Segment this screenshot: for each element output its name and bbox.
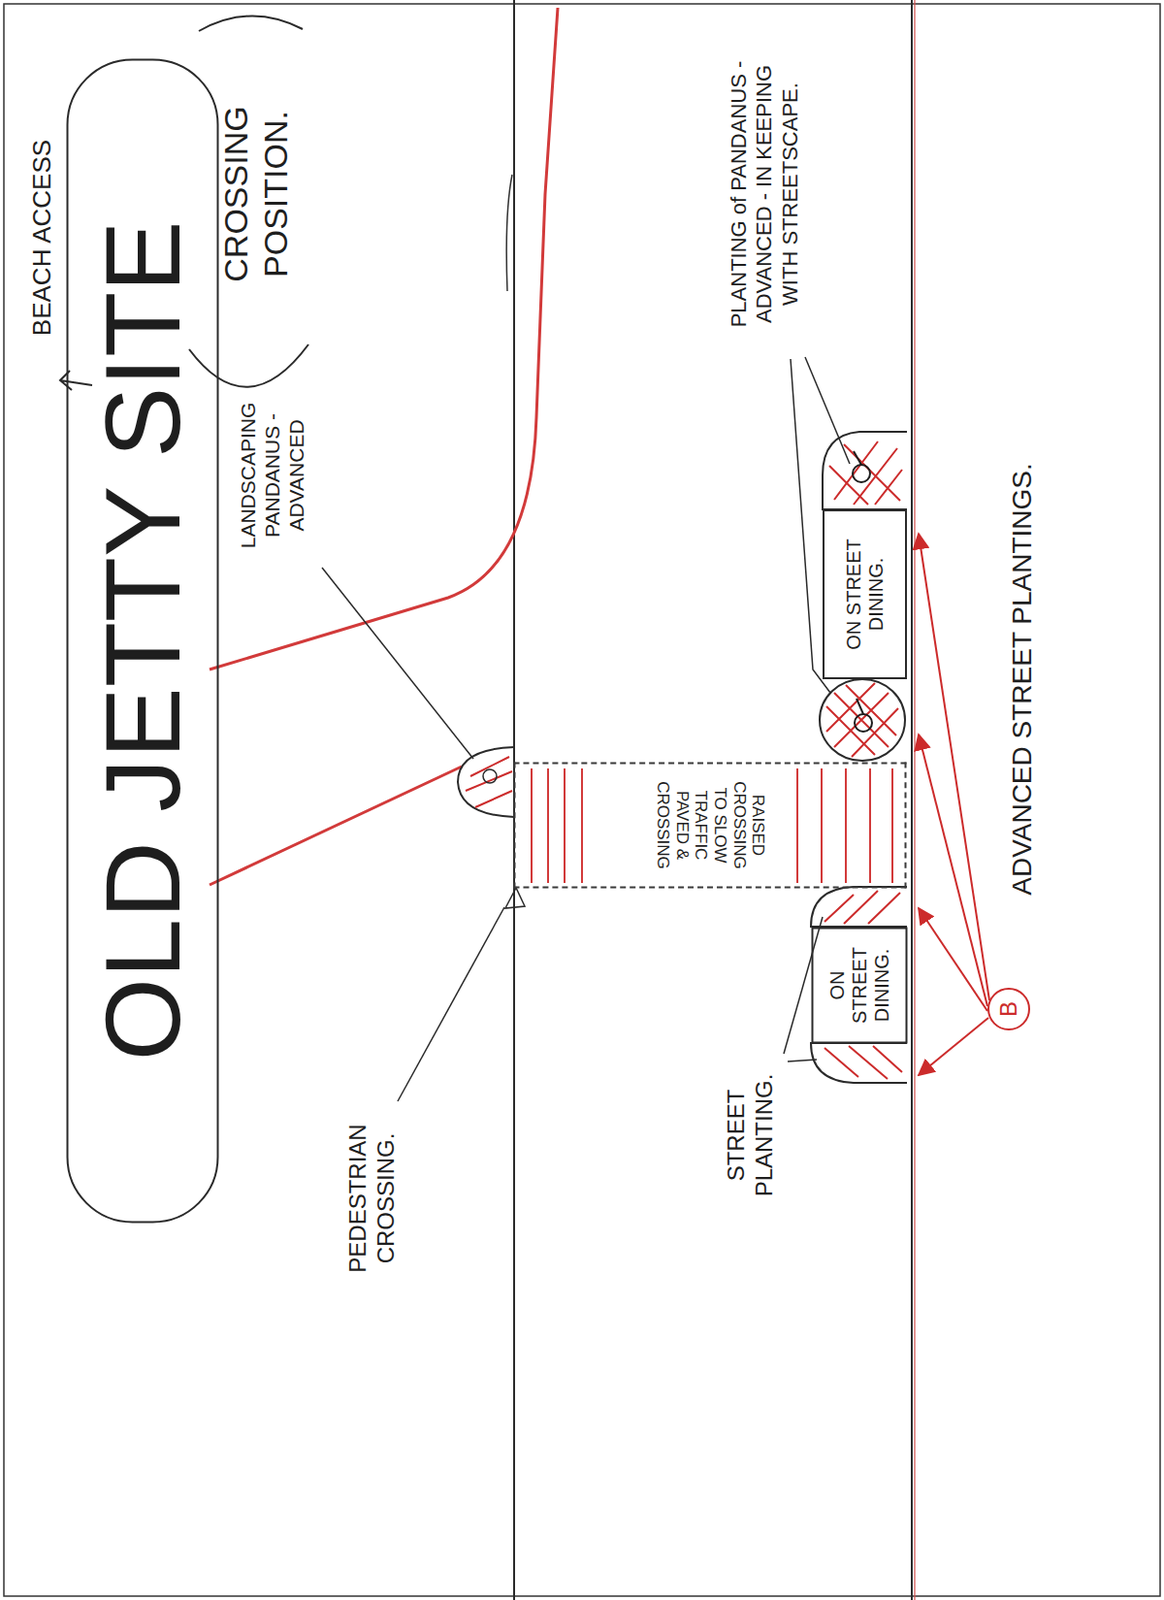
tree-symbol [853, 451, 862, 465]
bracket [198, 15, 303, 32]
coastline [209, 7, 558, 670]
leader-line [783, 916, 823, 1054]
leader-line [322, 567, 474, 759]
pointer-arrow [918, 734, 988, 1006]
bracket [189, 344, 309, 388]
crossing-note: PEDESTRIAN CROSSING. [344, 1086, 403, 1310]
access-note: BEACH ACCESS [27, 92, 61, 384]
coastline-pencil [506, 174, 513, 291]
tree-symbol [854, 713, 873, 732]
pointer-arrow [918, 533, 990, 1001]
tree-symbol [852, 464, 871, 483]
node-text: ON STREET DINING. [825, 933, 893, 1036]
tree-symbol [856, 698, 864, 714]
sketch-heading: CROSSING POSITION. [216, 33, 298, 355]
leader-line [805, 356, 850, 464]
node-text: B [995, 1001, 1023, 1017]
planting-hatch [465, 756, 513, 808]
road-edge [910, 0, 913, 1600]
leader-line [787, 1059, 817, 1062]
planting-hatch [824, 890, 901, 924]
planting-note: LANDSCAPING PANDANUS - ADVANCED [235, 378, 312, 573]
node-text: ON STREET DINING. [842, 516, 888, 673]
dining-area: ON STREET DINING. [822, 509, 907, 679]
landscape-bed [457, 746, 515, 817]
planting-bed [822, 431, 907, 510]
planting-note: PLANTING of PANDANUS - ADVANCED - IN KEE… [726, 38, 807, 350]
road-edge-red [913, 0, 916, 1600]
planting-bed [810, 886, 907, 927]
pointer-arrow [918, 1017, 989, 1075]
crossing-stripes [531, 768, 893, 883]
pointer-arrow [918, 907, 988, 1011]
leader-line [397, 906, 505, 1101]
callout-circle: B [987, 987, 1031, 1031]
jetty-line [209, 766, 462, 885]
tree-symbol [483, 769, 497, 783]
planting-bed [819, 679, 906, 761]
node-text: OLD JETTY SITE [81, 220, 205, 1061]
dining-area: ON STREET DINING. [810, 926, 907, 1043]
planting-note: STREET PLANTING. [722, 1052, 781, 1218]
planting-bed [810, 1042, 907, 1083]
planting-note: ADVANCED STREET PLANTINGS. [1005, 407, 1041, 951]
planting-hatch [824, 1045, 903, 1079]
planting-hatch [826, 682, 899, 757]
site-outline: OLD JETTY SITE [66, 58, 220, 1223]
crossing-marker [505, 887, 525, 908]
raised-crossing: RAISED CROSSING TO SLOW TRAFFIC PAVED & … [514, 761, 907, 888]
page-frame [3, 3, 1161, 1596]
node-text: RAISED CROSSING TO SLOW TRAFFIC PAVED & … [652, 769, 767, 880]
planting-hatch [829, 441, 903, 505]
